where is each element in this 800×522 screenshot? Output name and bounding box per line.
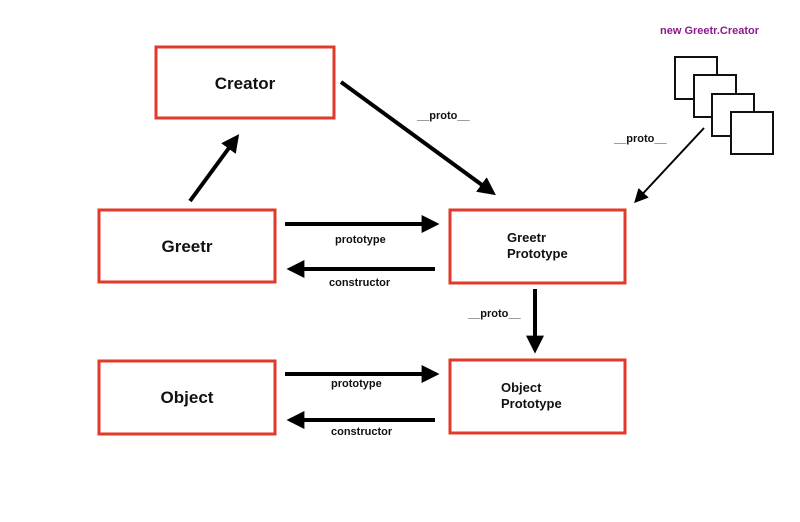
edge-object-constructor: constructor bbox=[286, 411, 435, 438]
node-creator-label: Creator bbox=[215, 74, 276, 93]
node-greetr-label: Greetr bbox=[161, 237, 212, 256]
edge-creator-proto-label: __proto__ bbox=[416, 110, 470, 122]
node-greetr: Greetr bbox=[97, 208, 277, 284]
node-greetr-prototype-label-line2: Prototype bbox=[507, 246, 568, 261]
edge-greetr-proto-chain: __proto__ bbox=[467, 289, 544, 354]
node-object-prototype: Object Prototype bbox=[448, 358, 627, 435]
edge-instances-proto-arrow bbox=[634, 127, 705, 204]
instance-square-4 bbox=[730, 111, 774, 155]
node-greetr-prototype-box bbox=[448, 208, 627, 285]
node-creator: Creator bbox=[154, 45, 336, 120]
edge-greetr-to-creator-arrow bbox=[188, 134, 240, 203]
edge-instances-proto: __proto__ bbox=[613, 127, 705, 204]
edge-greetr-prototype-label: prototype bbox=[335, 234, 386, 246]
edge-creator-proto-arrow bbox=[339, 80, 496, 196]
edge-instances-proto-label: __proto__ bbox=[613, 133, 667, 145]
edge-greetr-prototype: prototype bbox=[285, 215, 440, 246]
edge-object-prototype-label: prototype bbox=[331, 378, 382, 390]
node-object: Object bbox=[97, 359, 277, 436]
edge-greetr-constructor-label: constructor bbox=[329, 277, 391, 289]
node-greetr-box bbox=[97, 208, 277, 284]
edge-greetr-proto-chain-label: __proto__ bbox=[467, 308, 521, 320]
node-object-label: Object bbox=[161, 388, 214, 407]
instances-group: new Greetr.Creator bbox=[660, 25, 774, 155]
instances-title: new Greetr.Creator bbox=[660, 25, 760, 37]
node-greetr-prototype-label-line1: Greetr bbox=[507, 230, 546, 245]
node-creator-box bbox=[154, 45, 336, 120]
node-object-box bbox=[97, 359, 277, 436]
node-object-prototype-label-line1: Object bbox=[501, 380, 542, 395]
edge-creator-proto: __proto__ bbox=[339, 80, 496, 196]
edge-object-prototype: prototype bbox=[285, 365, 440, 390]
node-object-prototype-label-line2: Prototype bbox=[501, 396, 562, 411]
edge-greetr-to-creator bbox=[188, 134, 240, 203]
edge-greetr-constructor: constructor bbox=[286, 260, 435, 289]
node-greetr-prototype: Greetr Prototype bbox=[448, 208, 627, 285]
node-object-prototype-box bbox=[448, 358, 627, 435]
edge-object-constructor-label: constructor bbox=[331, 426, 393, 438]
